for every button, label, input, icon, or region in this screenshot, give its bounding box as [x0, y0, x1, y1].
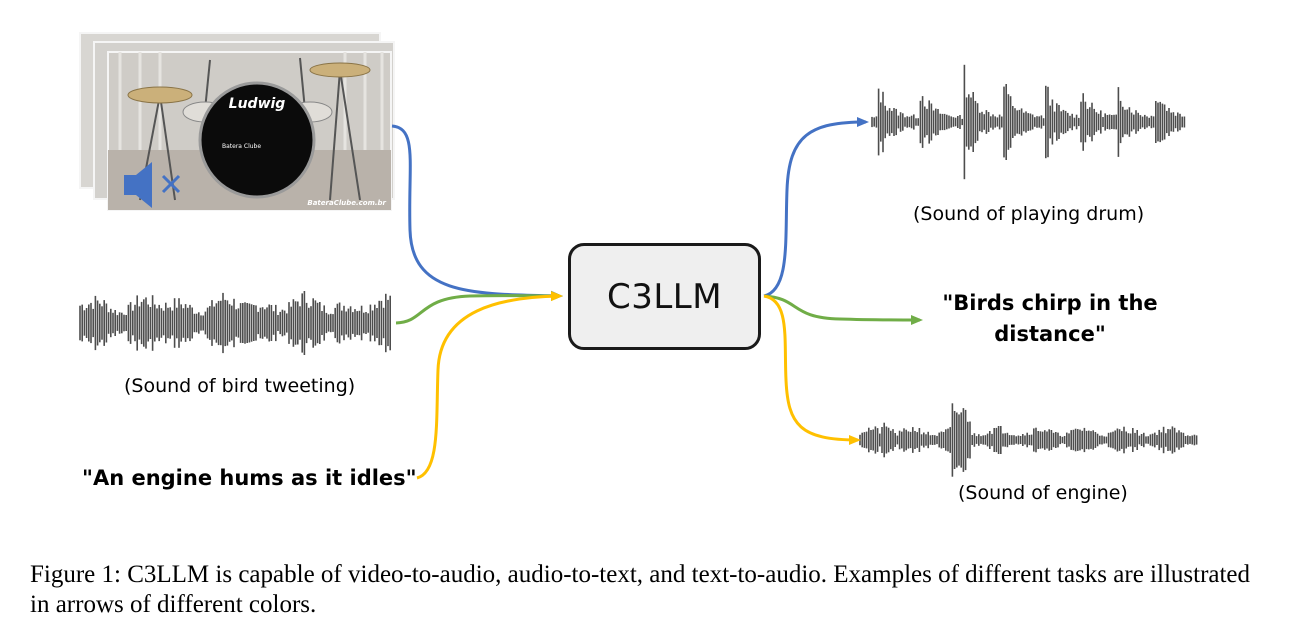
video-input-blue-arrow	[391, 124, 563, 301]
video-frames: Ludwig Batera Clube BateraClube.com.br	[79, 32, 395, 211]
output-drum-waveform	[871, 64, 1186, 180]
bass-drum	[198, 81, 316, 199]
c3llm-label: C3LLM	[606, 276, 723, 317]
input-text-prompt: "An engine hums as it idles"	[82, 466, 417, 490]
drum-brand-text: Ludwig	[229, 96, 286, 112]
output-text-line-2: distance"	[994, 322, 1106, 346]
audio-input-green-arrow	[395, 290, 563, 325]
output-engine-waveform	[859, 403, 1198, 477]
output-text-green-arrow	[763, 294, 923, 325]
c3llm-model-box: C3LLM	[568, 243, 761, 350]
video-frame-front: Ludwig Batera Clube BateraClube.com.br	[107, 51, 392, 211]
output-engine-yellow-arrow	[763, 294, 861, 445]
drum-small-text: Batera Clube	[222, 143, 261, 150]
output-engine-caption: (Sound of engine)	[958, 482, 1128, 504]
text-input-yellow-arrow	[416, 291, 563, 480]
output-text-result: "Birds chirp in the distance"	[920, 288, 1180, 350]
output-drum-blue-arrow	[763, 117, 869, 298]
input-audio-caption: (Sound of bird tweeting)	[124, 375, 356, 397]
muted-speaker-icon	[124, 162, 181, 208]
video-watermark: BateraClube.com.br	[307, 199, 386, 207]
figure-caption: Figure 1: C3LLM is capable of video-to-a…	[30, 561, 1251, 618]
output-drum-caption: (Sound of playing drum)	[913, 203, 1145, 225]
input-bird-waveform	[79, 291, 392, 355]
output-text-line-1: "Birds chirp in the	[942, 291, 1158, 315]
